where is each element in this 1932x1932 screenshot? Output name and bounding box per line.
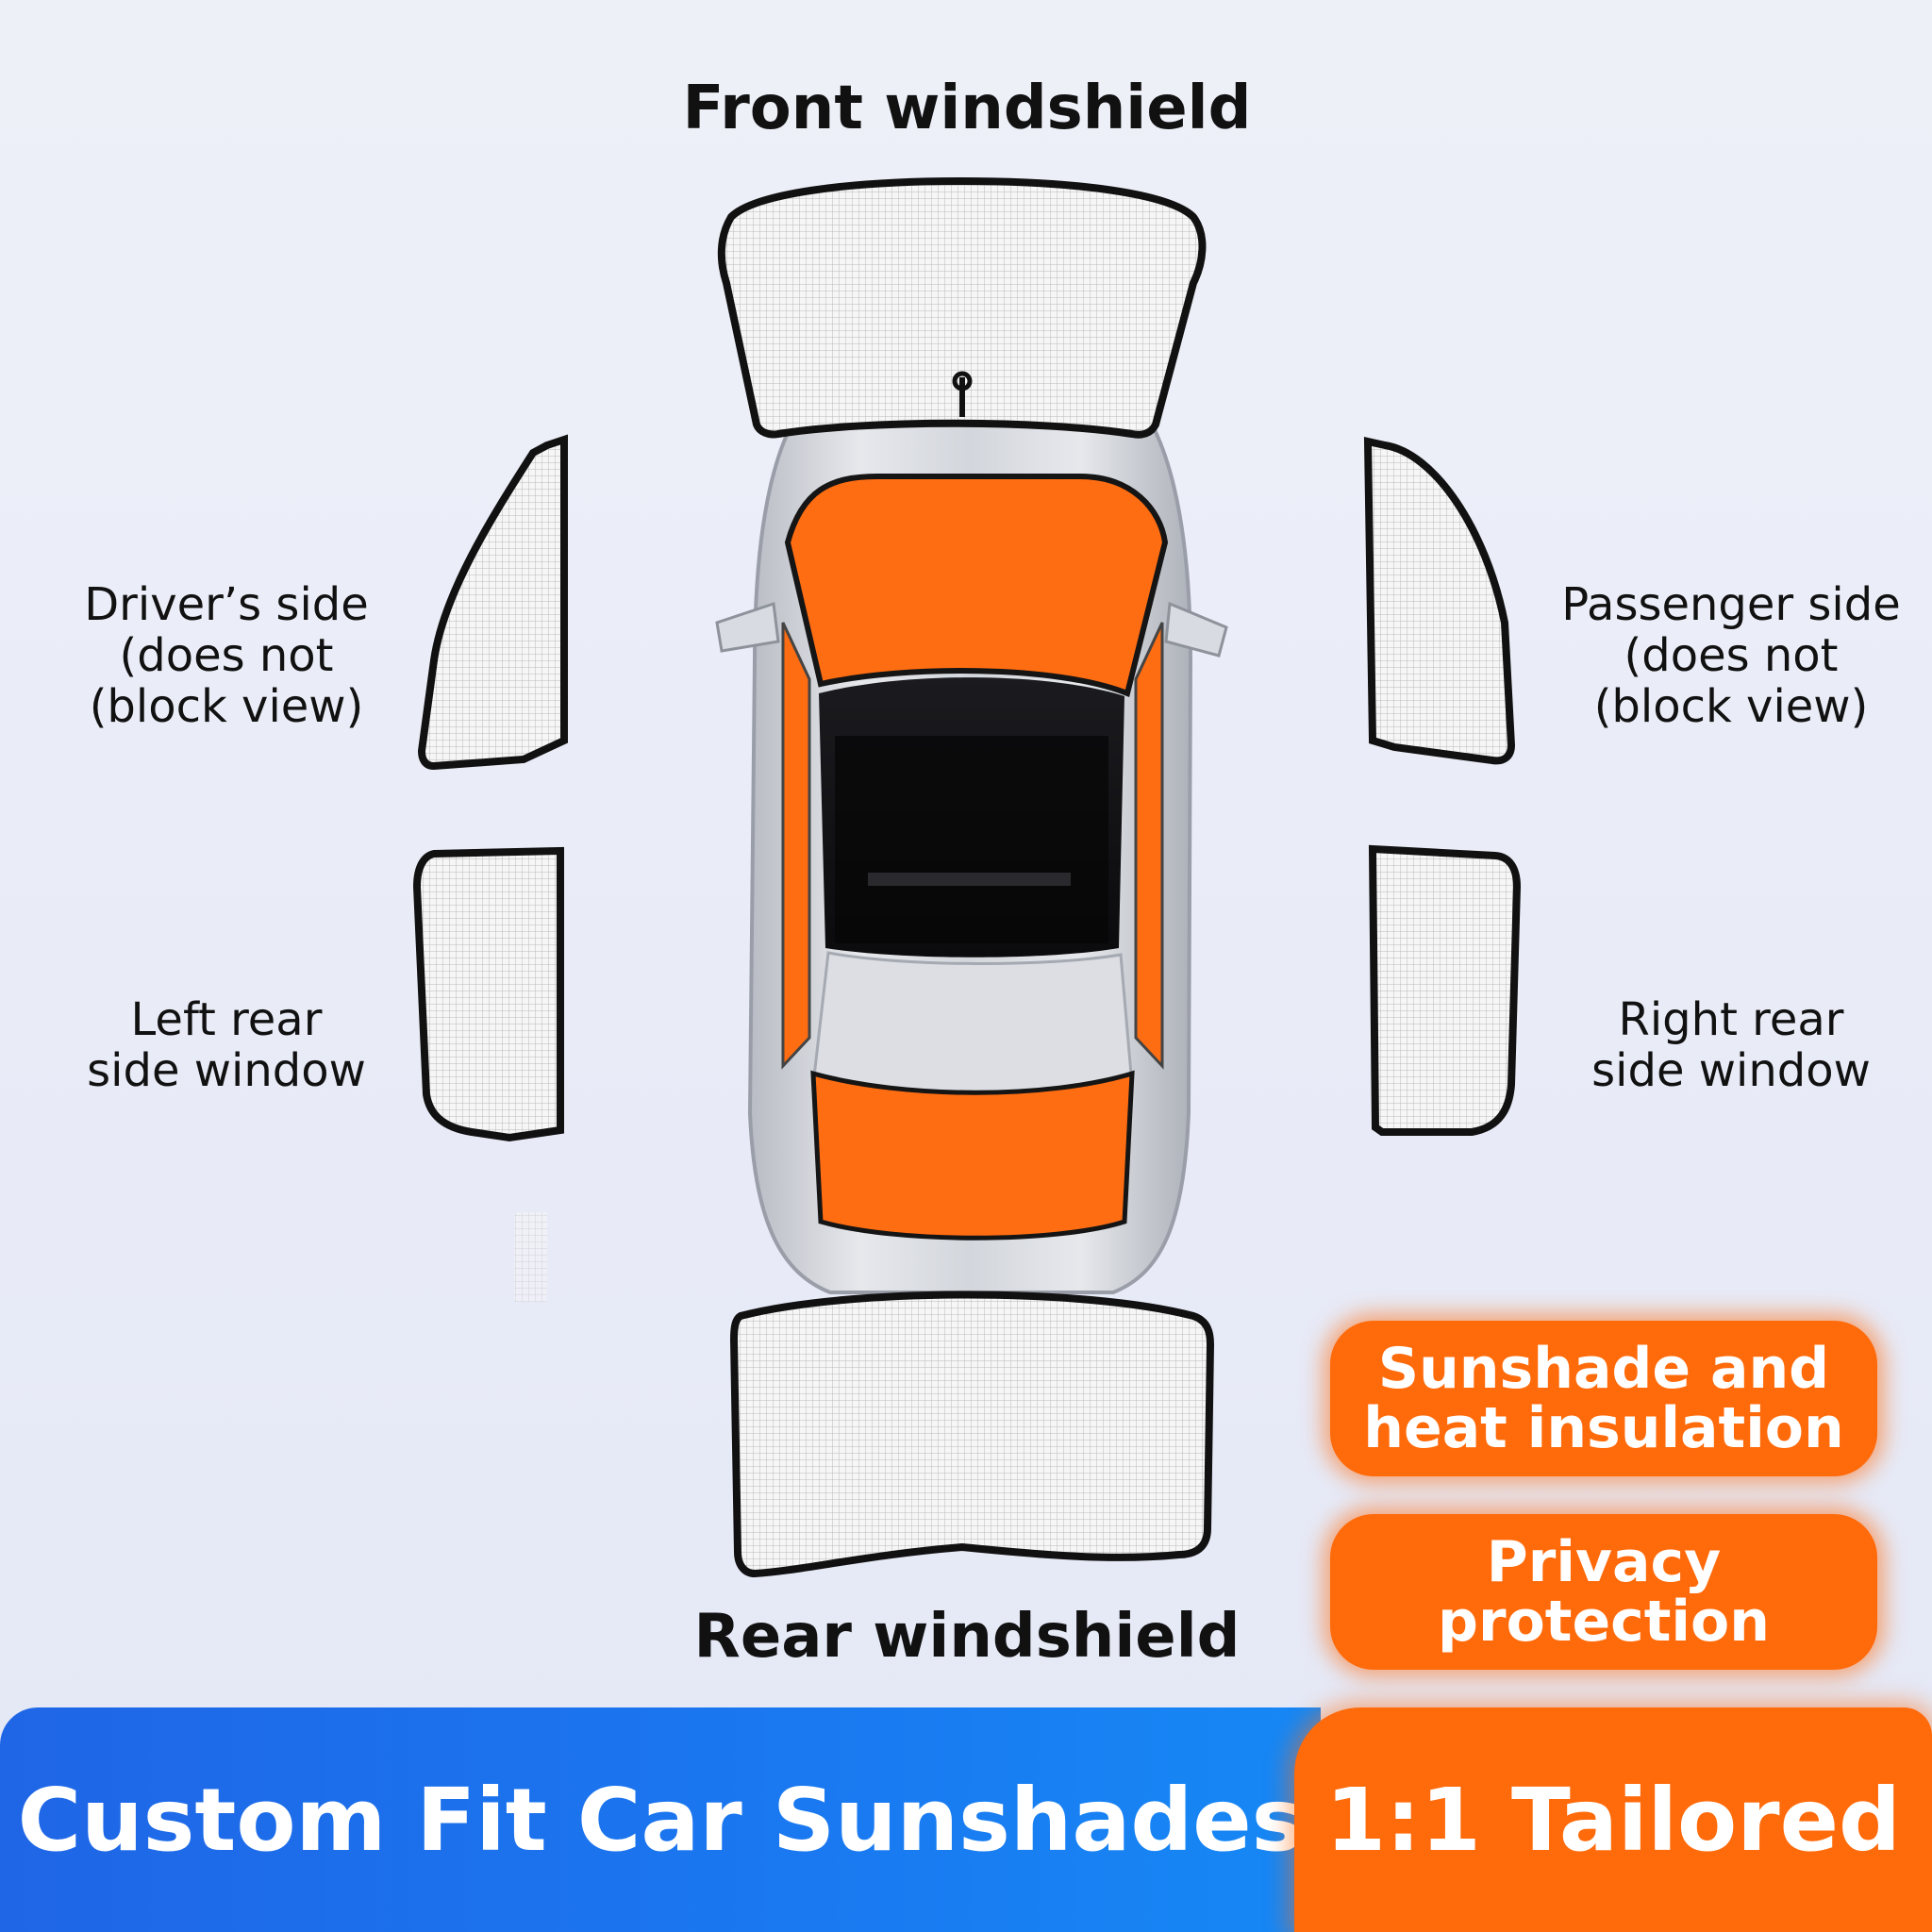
car-top-view (715, 357, 1228, 1302)
tailored-banner: 1:1 Tailored (1294, 1707, 1932, 1932)
rear-windshield-shade (729, 1291, 1215, 1578)
sunshade-heat-insulation-badge: Sunshade and heat insulation (1330, 1321, 1877, 1476)
tailored-tag: 1:1 Tailored (1325, 1769, 1901, 1871)
sunshade-panel-icon (514, 1212, 547, 1302)
front-windshield-shade (717, 176, 1207, 439)
rear-windshield-label: Rear windshield (693, 1602, 1241, 1672)
left-rear-side-window-label: Left rear side window (87, 993, 366, 1097)
title-banner: Custom Fit Car Sunshades (0, 1707, 1321, 1932)
right-rear-side-window-label: Right rear side window (1591, 993, 1871, 1097)
front-windshield-label: Front windshield (682, 74, 1252, 143)
left-rear-side-window-shade (412, 846, 564, 1142)
privacy-protection-badge: Privacy protection (1330, 1514, 1877, 1670)
right-rear-side-window-shade (1368, 844, 1522, 1136)
product-title: Custom Fit Car Sunshades (17, 1769, 1304, 1871)
passenger-side-label: Passenger side (does not (block view) (1561, 578, 1901, 733)
passenger-side-shade (1363, 436, 1516, 765)
drivers-side-shade (417, 434, 568, 771)
drivers-side-label: Driver’s side (does not (block view) (84, 578, 369, 733)
